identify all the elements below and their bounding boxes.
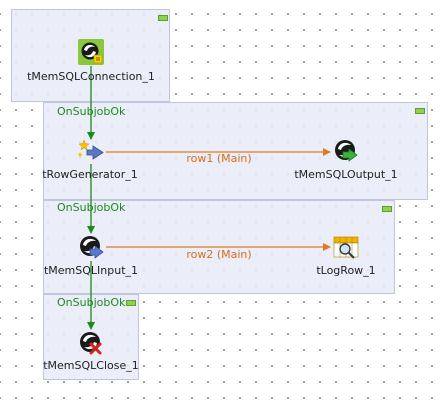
row-generator-component[interactable] [78,139,104,165]
component-label[interactable]: tRowGenerator_1 [42,168,138,181]
row-generator-icon [78,139,104,160]
component-label[interactable]: tMemSQLClose_1 [43,359,139,372]
row-link-label[interactable]: row2 (Main) [186,248,252,261]
trigger-label-onsubjobok[interactable]: OnSubjobOk [57,201,126,214]
component-label[interactable]: tLogRow_1 [316,264,376,277]
row-link-label[interactable]: row1 (Main) [186,152,252,165]
memsql-input-component[interactable] [78,234,104,260]
memsql-output-component[interactable] [333,138,359,164]
subjob-collapse-button[interactable] [126,300,136,306]
log-row-icon [333,236,359,259]
subjob-collapse-button[interactable] [382,206,392,212]
subjob-collapse-button[interactable] [158,15,168,21]
memsql-output-icon [335,140,358,162]
subjob-row-generator[interactable] [43,102,428,200]
memsql-connection-component[interactable] [78,39,104,65]
component-label[interactable]: tMemSQLOutput_1 [294,168,398,181]
component-label[interactable]: tMemSQLConnection_1 [27,70,155,83]
memsql-close-icon [80,332,102,355]
component-label[interactable]: tMemSQLInput_1 [43,264,139,277]
log-row-component[interactable] [333,234,359,260]
memsql-connection-icon [78,39,104,65]
memsql-close-component[interactable] [78,330,104,356]
trigger-label-onsubjobok[interactable]: OnSubjobOk [57,296,126,309]
trigger-label-onsubjobok[interactable]: OnSubjobOk [57,105,126,118]
subjob-collapse-button[interactable] [415,108,425,114]
memsql-input-icon [80,236,104,259]
